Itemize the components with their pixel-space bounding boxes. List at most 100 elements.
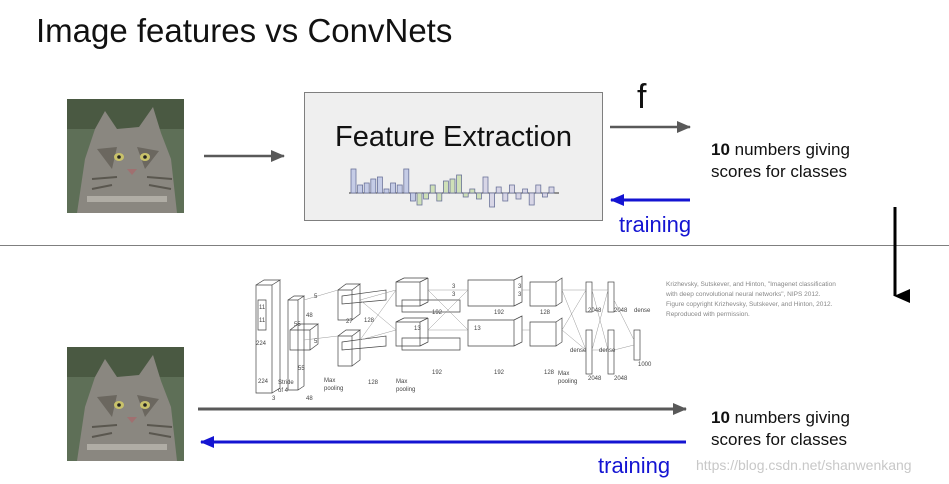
alexnet-label: 13 [414,326,421,332]
citation-line: Krizhevsky, Sutskever, and Hinton, "Imag… [666,281,836,288]
top-training-label: training [619,212,692,237]
histogram-bar [456,174,462,194]
alexnet-label: of 4 [278,388,289,394]
input-layer-front [255,284,273,394]
alexnet-label: 224 [256,341,267,347]
histogram-bar [429,184,436,194]
alexnet-label: 2048 [614,308,628,314]
alexnet-label: 192 [432,370,443,376]
alexnet-connections [303,289,635,351]
conv1-block [287,295,306,391]
top-scores-count: 10 [711,140,730,159]
alexnet-label: 3 [518,284,522,290]
alexnet-diagram: 224 224 3 11 11 Stride of 4 55 55 48 48 … [255,275,652,402]
top-scores-text: 10 numbers giving scores for classes [711,139,850,183]
alexnet-label: 3 [272,396,276,402]
histogram-bar [508,184,515,194]
alexnet-label: 3 [452,284,456,290]
dense1-top [585,281,593,313]
conv2-block-bottom [337,329,362,367]
alexnet-label: Max [324,378,335,384]
histogram-bar [482,176,489,194]
histogram-bar [350,168,357,194]
cat-image-top [67,99,184,213]
dense3-output [633,329,641,361]
histogram-bar [462,192,469,198]
alexnet-label: dense [634,308,651,314]
alexnet-label: 11 [259,318,266,324]
histogram-bar [396,184,403,194]
bottom-scores-line2: scores for classes [711,430,848,449]
alexnet-label: Max [396,379,407,385]
alexnet-label: 55 [294,322,301,328]
histogram-bar [535,184,542,194]
histogram-bar [443,180,449,194]
alexnet-label: 48 [306,396,313,402]
alexnet-label: 55 [298,366,305,372]
histogram-bar [469,188,476,194]
histogram-bar [410,192,416,202]
conv2-block-top [337,283,362,321]
alexnet-label: 128 [368,380,379,386]
dense1-bottom [585,329,593,375]
citation-line: with deep convolutional neural networks"… [666,291,821,298]
bottom-training-label: training [598,453,671,478]
histogram-bars [350,168,555,208]
bottom-scores-text: 10 numbers giving scores for classes [711,407,850,451]
histogram-bar [436,192,443,202]
histogram-bar [548,186,555,194]
dense2-bottom [607,329,615,375]
alexnet-label: 2048 [588,308,602,314]
conv3-block-bottom [395,317,429,347]
histogram-bar [522,188,529,194]
histogram-bar [383,188,390,194]
histogram-bar [528,192,535,206]
bottom-scores-count: 10 [711,408,730,427]
alexnet-label: dense [599,348,616,354]
alexnet-label: 27 [346,319,353,325]
alexnet-label: 5 [314,339,318,345]
histogram-bar [541,192,548,198]
top-scores-line2: scores for classes [711,162,848,181]
histogram-bar [515,192,522,200]
histogram-bar [403,168,410,194]
citation-line: Reproduced with permission. [666,311,750,318]
alexnet-label: 13 [474,326,481,332]
alexnet-label: pooling [324,386,343,392]
alexnet-label: pooling [558,379,577,385]
feature-histogram [349,168,559,208]
alexnet-label: Stride [278,380,294,386]
cat-photo-bottom [67,347,184,461]
citation: Krizhevsky, Sutskever, and Hinton, "Imag… [666,280,866,320]
cat-photo-top [67,99,184,213]
alexnet-label: 3 [518,292,522,298]
alexnet-label: 192 [494,370,505,376]
histogram-bar [370,178,377,194]
conv3-block-top [395,277,429,307]
alexnet-label: 128 [544,370,555,376]
histogram-bar [416,192,423,206]
histogram-bar [449,178,456,194]
histogram-bar [390,182,396,194]
alexnet-label: 3 [452,292,456,298]
top-scores-line1: numbers giving [729,140,850,159]
alexnet-label: Max [558,371,569,377]
alexnet-label: 192 [494,310,505,316]
input-layer-side [255,279,282,394]
bottom-scores-line1: numbers giving [729,408,850,427]
watermark: https://blog.csdn.net/shanwenkang [696,457,912,473]
histogram-bar [376,176,383,194]
conv5-block-top [529,277,563,307]
histogram-bar [476,192,482,200]
alexnet-label: dense [570,348,587,354]
alexnet-label: 2048 [614,376,628,382]
alexnet-label: 224 [258,379,269,385]
alexnet-label: 48 [306,313,313,319]
alexnet-label: 128 [540,310,551,316]
slide-title: Image features vs ConvNets [36,12,453,49]
histogram-bar [363,182,370,194]
alexnet-label: 5 [314,294,318,300]
histogram-bar [495,186,502,194]
alexnet-label: pooling [396,387,415,393]
